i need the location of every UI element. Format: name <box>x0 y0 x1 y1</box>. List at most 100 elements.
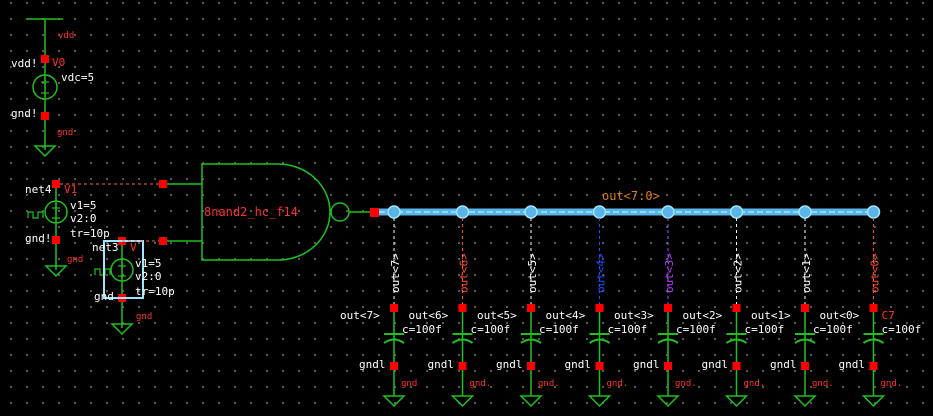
capacitance-param: c=100f <box>608 323 648 336</box>
net-label-net4: net4 <box>25 183 52 196</box>
capacitor-plate-icon <box>588 338 611 344</box>
tap-point-icon <box>866 205 881 219</box>
capacitor-loads: out<7>c=100fgndlgndout<6>c=100fgndlgnd.o… <box>340 304 922 408</box>
load-output-label: out<2> <box>683 309 723 322</box>
bus-tap[interactable]: out<1> <box>798 205 813 308</box>
ground-icon <box>33 145 57 158</box>
pulse-source-v-selected[interactable]: net3 V v1=5 v2:0 tr=10p gnd gnd <box>92 237 175 336</box>
capacitance-param: c=100f <box>813 323 853 336</box>
pin-label-gnd: gnd! <box>11 107 38 120</box>
pin-terminal <box>390 362 398 370</box>
instance-name-v0: V0 <box>52 56 65 69</box>
capacitor-plate-icon <box>383 338 405 344</box>
pin-label-gnd: gnd <box>94 290 114 303</box>
pin-terminal <box>159 180 167 188</box>
source-symbol-icon <box>44 200 68 224</box>
tap-point-icon <box>387 205 401 219</box>
ground-pin-label: gndl <box>770 358 797 371</box>
param-v1: v1=5 <box>70 199 97 212</box>
tap-label: out<1> <box>800 253 813 293</box>
bus-tap[interactable]: out<0> <box>866 205 882 308</box>
param-v1: v1=5 <box>135 257 162 270</box>
capacitor-plate-icon <box>794 338 816 344</box>
net-label-gnd: gnd <box>136 312 152 322</box>
ground-net-label: gnd. <box>881 379 903 389</box>
load-output-label: out<7> <box>340 309 380 322</box>
pin-terminal <box>595 362 604 370</box>
tap-label: out<6> <box>458 253 471 293</box>
capacitor-plate-icon <box>520 338 542 344</box>
inverter-bubble-icon <box>330 202 350 222</box>
ground-net-label: gnd. <box>744 379 766 389</box>
source-symbol-icon <box>110 258 134 282</box>
capacitance-param: c=100f <box>471 323 511 336</box>
bus-tap[interactable]: out<6> <box>455 205 471 308</box>
bus-tap[interactable]: out<7> <box>387 205 402 308</box>
param-tr: tr=10p <box>70 227 110 240</box>
pin-terminal <box>801 362 809 370</box>
pulse-source-v1[interactable]: net4 V1 v1=5 v2:0 tr=10p gnd! gnd <box>25 180 160 278</box>
tap-label: out<7> <box>389 253 402 293</box>
ground-icon <box>44 265 68 278</box>
param-v2: v2:0 <box>70 212 97 225</box>
tap-point-icon <box>798 205 812 219</box>
capacitor-plate-icon <box>451 338 474 344</box>
param-tr: tr=10p <box>135 285 175 298</box>
source-symbol-icon <box>32 74 58 100</box>
net-label-vdd: vdd <box>58 31 74 41</box>
ground-pin-label: gndl <box>565 358 592 371</box>
pin-terminal <box>732 362 741 370</box>
ground-net-label: gnd. <box>470 379 492 389</box>
ground-icon <box>382 395 406 408</box>
nand-symbol-icon <box>201 163 331 261</box>
tap-label: out<4> <box>595 253 608 293</box>
ground-pin-label: gndl <box>428 358 455 371</box>
bus-tap[interactable]: out<5> <box>524 205 539 308</box>
tap-point-icon <box>592 205 607 219</box>
pin-terminal <box>664 362 672 370</box>
capacitance-param: c=100f <box>676 323 716 336</box>
capacitance-param: c=100f <box>745 323 785 336</box>
pin-terminal <box>732 304 741 312</box>
pin-terminal <box>527 304 535 312</box>
ground-pin-label: gndl <box>359 358 386 371</box>
capacitor-plate-icon <box>657 338 679 344</box>
ground-icon <box>519 395 543 408</box>
bus-tap[interactable]: out<4> <box>592 205 608 308</box>
tap-label: out<0> <box>869 253 882 293</box>
net-label-net3: net3 <box>92 241 119 254</box>
tap-point-icon <box>455 205 470 219</box>
ground-icon <box>793 395 817 408</box>
capacitance-param: c=100f <box>539 323 579 336</box>
net-label-gnd: gnd <box>57 128 73 138</box>
tap-label: out<5> <box>526 253 539 293</box>
bus-tap[interactable]: out<3> <box>661 205 676 308</box>
bus-tap[interactable]: out<2> <box>729 205 745 308</box>
nand-gate-8nand2[interactable]: 8nand2_hc_f14 <box>159 163 372 261</box>
tap-label: out<2> <box>732 253 745 293</box>
pin-terminal <box>52 180 60 188</box>
supply-source-v0[interactable]: vdd vdd! V0 vdc=5 gnd! gnd <box>11 18 94 158</box>
pin-terminal <box>370 208 379 217</box>
instance-name-v: V <box>130 241 137 254</box>
ground-icon <box>110 323 134 336</box>
pin-terminal <box>52 236 60 244</box>
load-output-label: out<5> <box>477 309 517 322</box>
ground-pin-label: gndl <box>633 358 660 371</box>
pin-label-vdd: vdd! <box>11 57 38 70</box>
ground-net-label: gnd. <box>607 379 629 389</box>
pin-terminal <box>801 304 809 312</box>
output-bus[interactable]: out<7:0> <box>370 189 870 217</box>
ground-net-label: gnd. <box>538 379 560 389</box>
bus-taps: out<7> out<6> out<5> out<4> out<3> out<2> out<… <box>387 205 882 308</box>
